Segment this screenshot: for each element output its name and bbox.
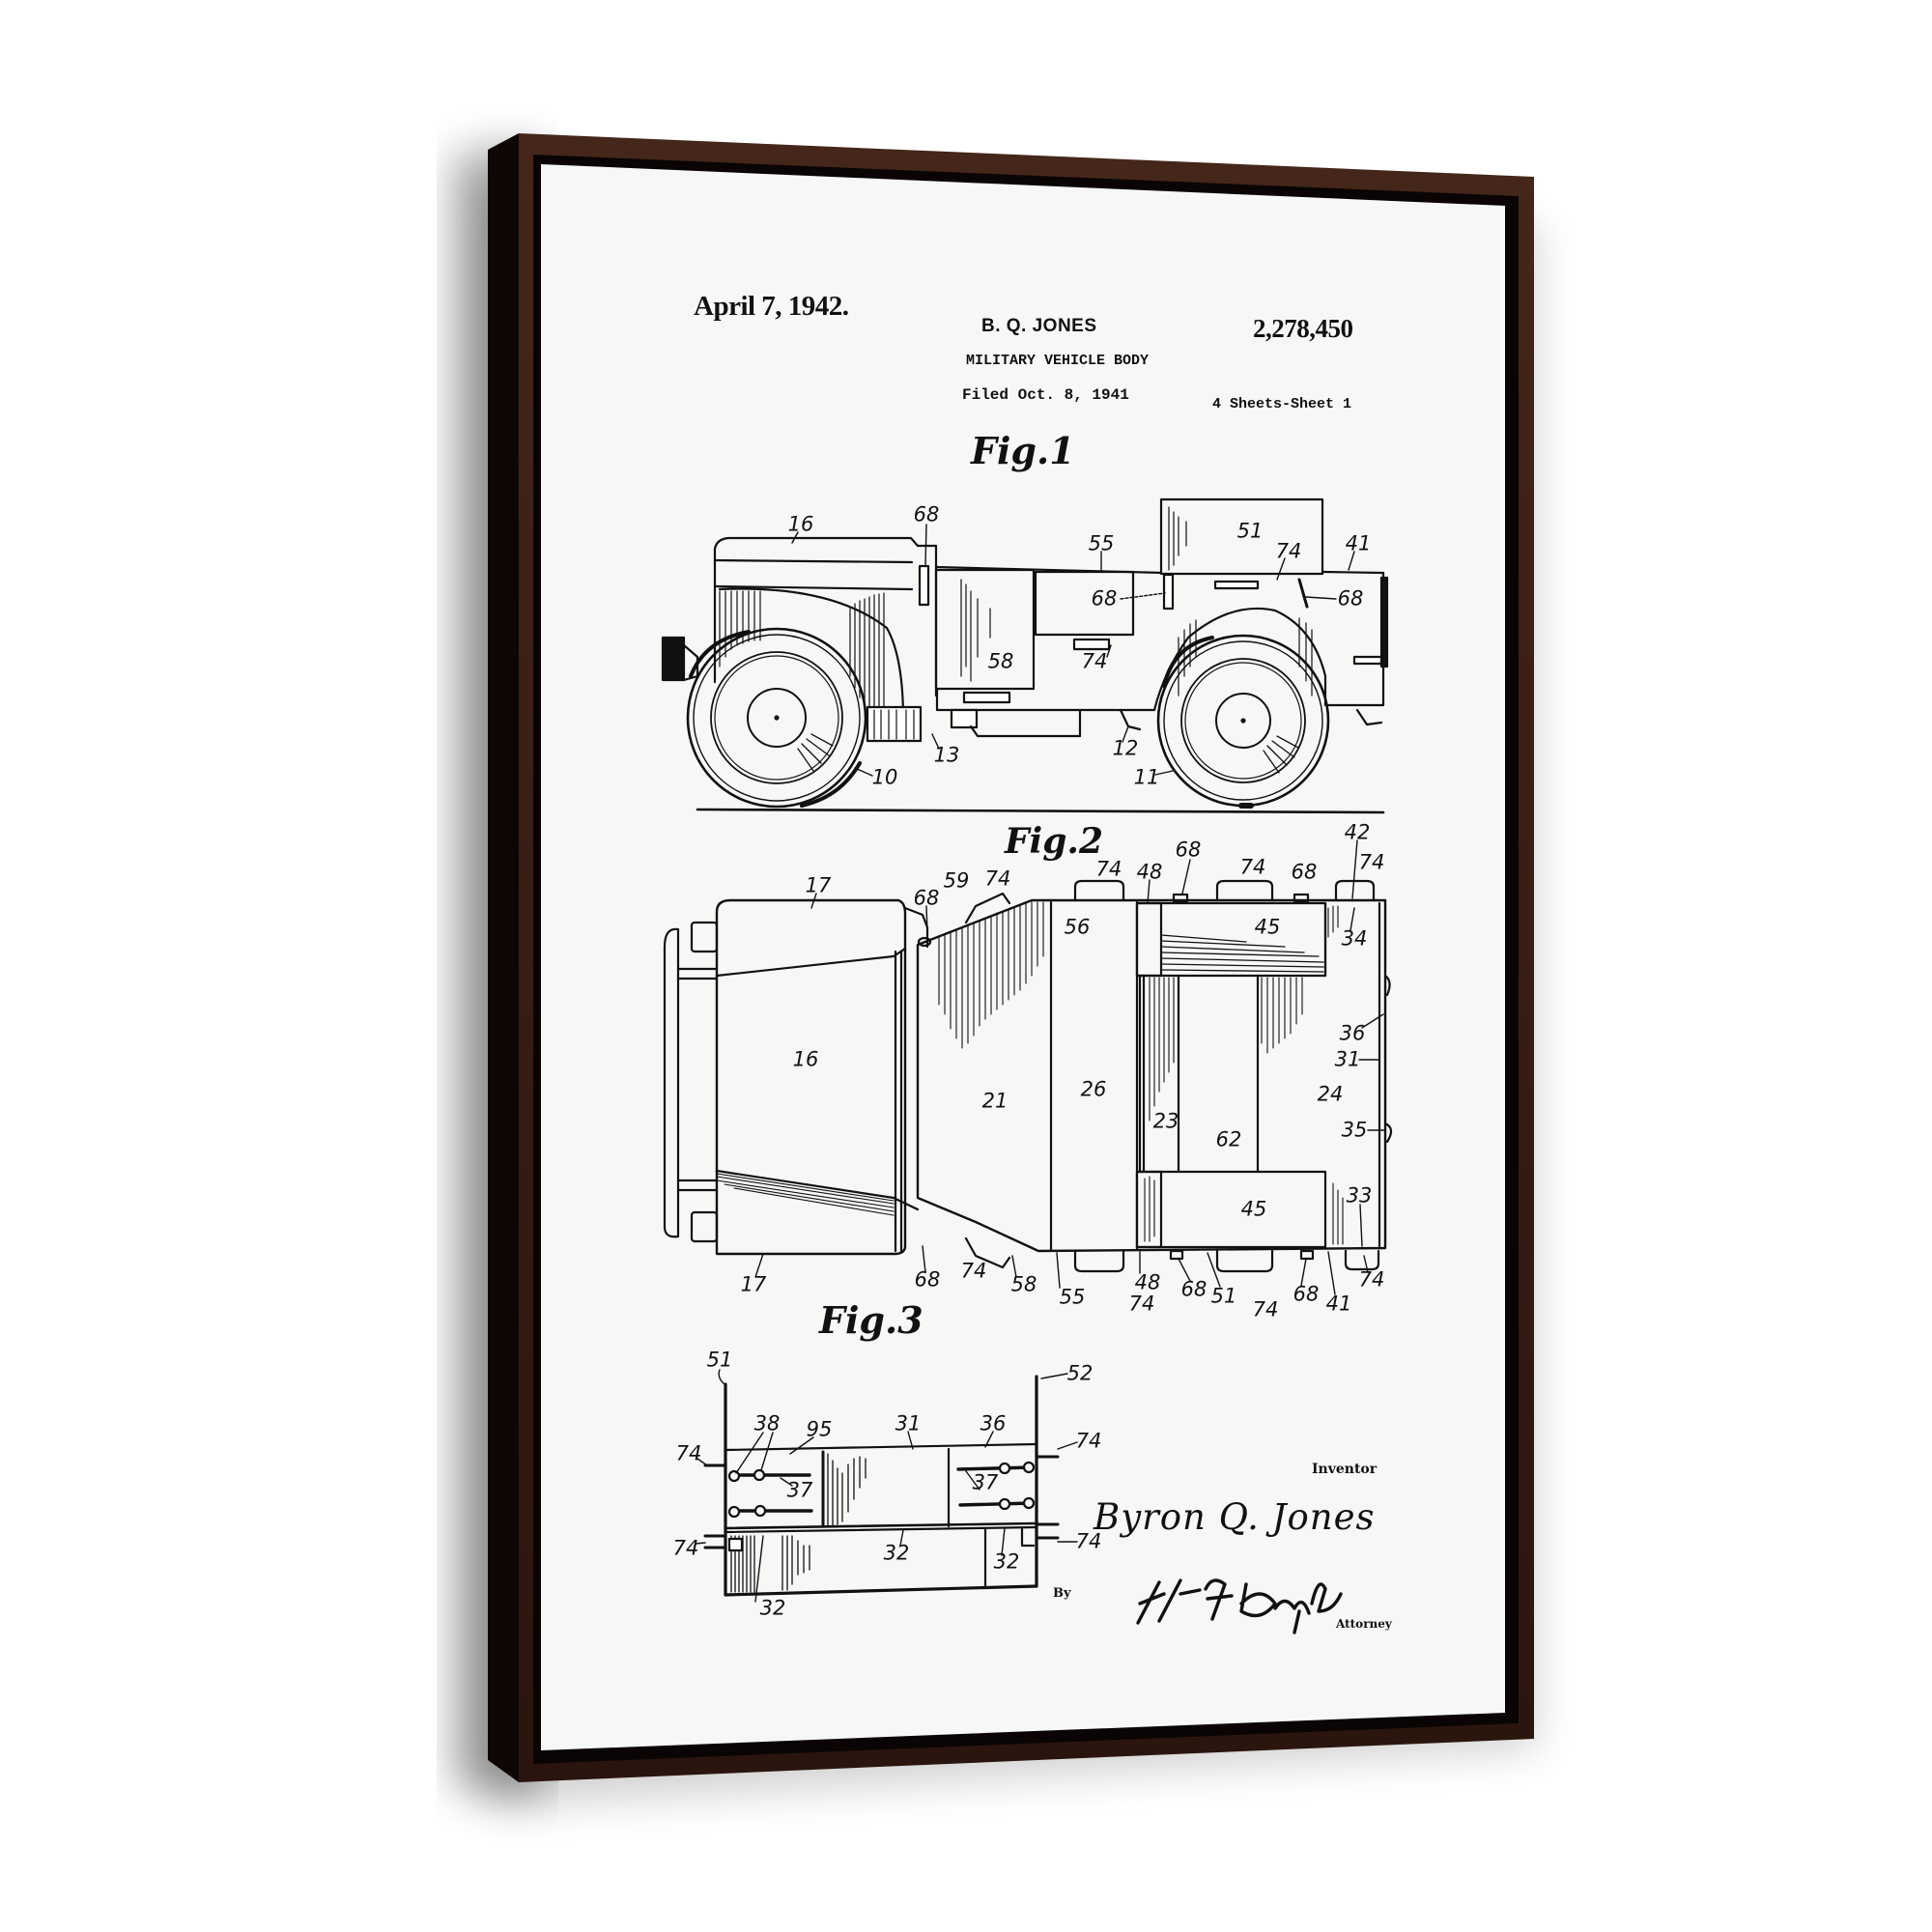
- attorney-signature: [1136, 1578, 1343, 1634]
- figure-3-label: Fig.3: [819, 1298, 923, 1342]
- attorney-label: Attorney: [1336, 1617, 1392, 1631]
- reference-numeral: 11: [1133, 765, 1160, 789]
- reference-numeral: 21: [981, 1089, 1009, 1113]
- reference-numeral: 36: [1339, 1021, 1366, 1045]
- reference-numeral: 58: [1010, 1272, 1037, 1296]
- reference-numeral: 12: [1112, 736, 1139, 760]
- figure-2-label: Fig.2: [1005, 821, 1103, 862]
- reference-numeral: 45: [1254, 915, 1281, 939]
- patent-number: 2,278,450: [1253, 314, 1353, 343]
- patent-sheet-count: 4 Sheets-Sheet 1: [1212, 396, 1352, 412]
- frame-side: [488, 133, 519, 1782]
- reference-numeral: 68: [1180, 1277, 1208, 1301]
- reference-numeral: 74: [1275, 539, 1302, 563]
- reference-numeral: 68: [1175, 838, 1202, 862]
- reference-numeral: 55: [1088, 531, 1115, 555]
- reference-numeral: 35: [1341, 1118, 1368, 1142]
- reference-numeral: 38: [753, 1411, 781, 1435]
- reference-numeral: 41: [1345, 531, 1372, 555]
- reference-numeral: 74: [672, 1536, 699, 1560]
- reference-numeral: 74: [1075, 1529, 1102, 1553]
- reference-numeral: 48: [1136, 860, 1163, 884]
- reference-numeral: 52: [1066, 1361, 1094, 1385]
- reference-numeral: 68: [1291, 860, 1318, 884]
- reference-numeral: 68: [913, 886, 940, 910]
- reference-numeral: 45: [1240, 1197, 1267, 1221]
- reference-numeral: 74: [1081, 649, 1108, 673]
- patent-date: April 7, 1942.: [694, 291, 849, 322]
- reference-numeral: 32: [759, 1596, 786, 1620]
- reference-numeral: 16: [787, 512, 814, 536]
- reference-numeral: 68: [913, 502, 940, 526]
- reference-numeral: 33: [1346, 1183, 1373, 1208]
- reference-numeral: 37: [786, 1478, 813, 1502]
- reference-numeral: 41: [1325, 1292, 1352, 1316]
- reference-numeral: 24: [1317, 1082, 1344, 1106]
- reference-numeral: 62: [1215, 1127, 1242, 1151]
- reference-numeral: 68: [1091, 586, 1118, 611]
- reference-numeral: 34: [1341, 926, 1368, 951]
- reference-numeral: 74: [1252, 1297, 1279, 1321]
- reference-numeral: 74: [984, 867, 1011, 891]
- reference-numeral: 74: [1358, 1267, 1385, 1292]
- patent-inventor-header: B. Q. JONES: [981, 316, 1097, 336]
- reference-numeral: 95: [806, 1417, 833, 1441]
- reference-numeral: 74: [1128, 1292, 1155, 1316]
- reference-numeral: 55: [1059, 1285, 1086, 1309]
- inventor-label: Inventor: [1312, 1462, 1378, 1477]
- reference-numeral: 51: [1210, 1284, 1237, 1308]
- reference-numeral: 51: [1236, 519, 1264, 543]
- reference-numeral: 13: [933, 743, 960, 767]
- reference-numeral: 37: [972, 1470, 999, 1494]
- reference-numeral: 17: [740, 1272, 767, 1296]
- reference-numeral: 31: [895, 1411, 922, 1435]
- reference-numeral: 74: [1358, 850, 1385, 874]
- reference-numeral: 68: [1337, 586, 1364, 611]
- reference-numeral: 32: [883, 1541, 910, 1565]
- reference-numeral: 74: [960, 1259, 987, 1283]
- reference-numeral: 23: [1152, 1109, 1179, 1133]
- reference-numeral: 48: [1134, 1270, 1161, 1294]
- reference-numeral: 42: [1344, 820, 1371, 844]
- reference-numeral: 10: [871, 765, 898, 789]
- reference-numeral: 26: [1080, 1077, 1107, 1101]
- reference-numeral: 74: [1239, 855, 1266, 879]
- reference-numeral: 17: [805, 873, 832, 897]
- reference-numeral: 58: [987, 649, 1014, 673]
- reference-numeral: 74: [1095, 857, 1122, 881]
- reference-numeral: 56: [1064, 915, 1091, 939]
- inventor-signature: Byron Q. Jones: [1094, 1496, 1376, 1538]
- reference-numeral: 31: [1334, 1047, 1361, 1071]
- reference-numeral: 16: [792, 1047, 819, 1071]
- by-label: By: [1053, 1586, 1071, 1601]
- reference-numeral: 51: [706, 1348, 733, 1372]
- figure-1-label: Fig.1: [971, 429, 1075, 472]
- reference-numeral: 32: [993, 1549, 1020, 1574]
- patent-filed-date: Filed Oct. 8, 1941: [962, 386, 1129, 404]
- reference-numeral: 36: [980, 1411, 1007, 1435]
- reference-numeral: 68: [914, 1267, 941, 1292]
- reference-numeral: 74: [1075, 1429, 1102, 1453]
- reference-numeral: 68: [1293, 1282, 1320, 1306]
- reference-numeral: 59: [943, 868, 970, 893]
- reference-numeral: 74: [675, 1441, 702, 1465]
- patent-title: MILITARY VEHICLE BODY: [966, 353, 1150, 369]
- figure-3-rear-section: [695, 1369, 1078, 1603]
- figure-1-side-view: [661, 497, 1389, 814]
- figure-2-top-view: [663, 839, 1393, 1295]
